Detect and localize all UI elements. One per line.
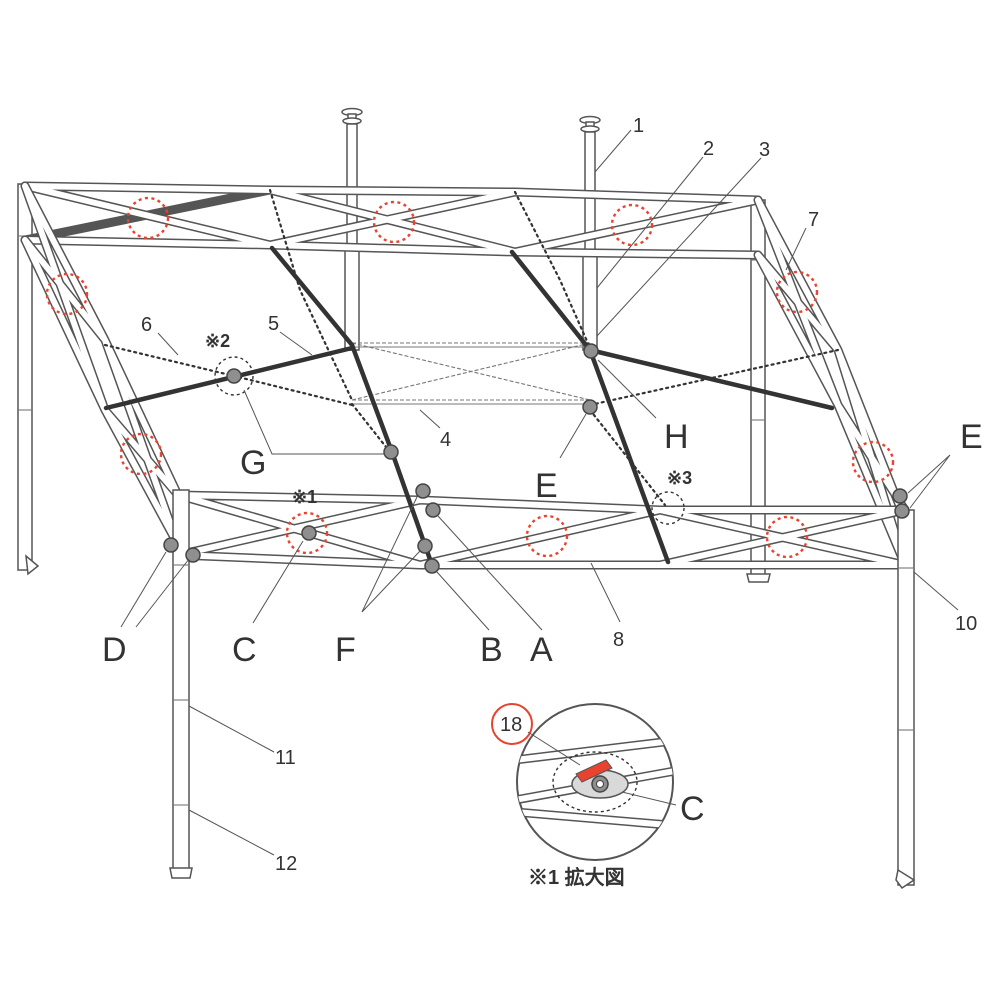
- label-18: 18: [500, 714, 522, 736]
- highlight-front-3: [765, 515, 809, 559]
- joint-f-upper: [415, 483, 431, 499]
- part-number-labels: 1 2 3 4 5 6 7 8 10 11 12 18: [141, 115, 977, 875]
- label-c-inset: C: [680, 790, 705, 828]
- label-f: F: [335, 631, 356, 669]
- joint-a: [425, 502, 441, 518]
- label-g: G: [240, 444, 266, 482]
- joint-e-right-2: [894, 503, 910, 519]
- label-10: 10: [955, 613, 977, 635]
- label-7: 7: [808, 209, 819, 231]
- front-right-leg: [895, 509, 916, 890]
- inset-enlarged-view: [491, 703, 677, 861]
- label-e-center: E: [535, 467, 558, 505]
- label-11: 11: [275, 747, 296, 769]
- label-a: A: [530, 631, 553, 669]
- joint-d-1: [163, 537, 179, 553]
- center-pole-left: [341, 107, 363, 351]
- label-2: 2: [703, 138, 714, 160]
- joint-g: [226, 368, 242, 384]
- joint-h: [583, 343, 599, 359]
- highlight-left-2: [119, 432, 163, 476]
- highlight-front-2: [525, 514, 569, 558]
- joint-g-lower: [383, 444, 399, 460]
- highlight-back-2: [372, 200, 416, 244]
- detail-circle-2: [214, 356, 254, 396]
- label-5: 5: [268, 313, 279, 335]
- label-c: C: [232, 631, 257, 669]
- mark-2: ※2: [205, 331, 230, 351]
- label-6: 6: [141, 314, 152, 336]
- label-4: 4: [440, 429, 451, 451]
- mark-3: ※3: [667, 468, 692, 488]
- label-d: D: [102, 631, 127, 669]
- joint-f-lower: [417, 538, 433, 554]
- thick-rods: [103, 245, 835, 568]
- front-truss: [173, 490, 910, 570]
- detail-circle-3: [651, 491, 685, 525]
- back-truss: [20, 181, 763, 260]
- mark-1: ※1: [292, 487, 317, 507]
- inset-caption: ※1 拡大図: [528, 865, 625, 889]
- joints: [163, 343, 910, 574]
- joint-e-center: [582, 399, 598, 415]
- joint-letter-labels: A B C D E E F G H C: [102, 418, 983, 828]
- highlight-right-2: [851, 440, 895, 484]
- label-h: H: [664, 418, 689, 456]
- highlight-front-1: [285, 511, 329, 555]
- highlight-back-3: [610, 203, 654, 247]
- label-12: 12: [275, 853, 297, 875]
- highlight-right-1: [775, 270, 819, 314]
- highlight-circles: [45, 196, 895, 559]
- label-8: 8: [613, 629, 624, 651]
- label-e-right: E: [960, 418, 983, 456]
- leader-lines: [120, 129, 959, 856]
- reference-marks: ※1 ※2 ※3: [205, 331, 692, 507]
- joint-b: [424, 558, 440, 574]
- joint-c: [301, 525, 317, 541]
- highlight-left-1: [45, 272, 89, 316]
- label-1: 1: [633, 115, 644, 137]
- label-3: 3: [759, 139, 770, 161]
- joint-e-right-1: [892, 488, 908, 504]
- front-left-leg: [169, 489, 193, 879]
- joint-d-2: [185, 547, 201, 563]
- highlight-back-1: [126, 196, 170, 240]
- label-b: B: [480, 631, 503, 669]
